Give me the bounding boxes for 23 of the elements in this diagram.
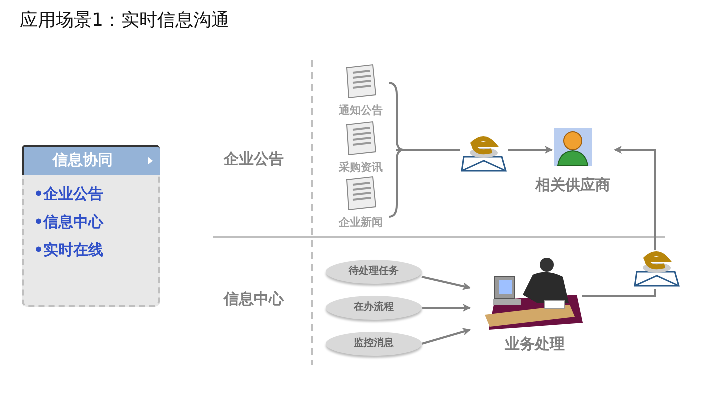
menu-panel — [22, 145, 160, 307]
connector-line — [582, 289, 656, 297]
arrow — [422, 328, 471, 345]
node-label: 业务处理 — [504, 335, 566, 354]
title: 应用场景1：实时信息沟通 — [20, 9, 230, 32]
section-label: 信息中心 — [224, 290, 284, 309]
arrow — [614, 146, 656, 250]
section-label: 企业公告 — [224, 150, 284, 169]
node-label: 相关供应商 — [534, 176, 612, 195]
menu-item: •企业公告 — [34, 185, 104, 204]
node-label: 企业新闻 — [338, 215, 384, 230]
pill: 待处理任务 — [326, 260, 422, 284]
arrow — [422, 276, 471, 290]
arrow — [422, 304, 471, 312]
menu-item: •实时在线 — [34, 241, 104, 260]
pill: 在办流程 — [326, 296, 422, 320]
pill: 监控消息 — [326, 332, 422, 356]
node-label: 采购资讯 — [338, 160, 384, 175]
menu-title: 信息协同 — [52, 151, 114, 170]
connector-line — [388, 82, 461, 218]
node-label: 通知公告 — [338, 103, 384, 118]
arrow — [508, 146, 553, 154]
menu-item: •信息中心 — [34, 213, 104, 232]
